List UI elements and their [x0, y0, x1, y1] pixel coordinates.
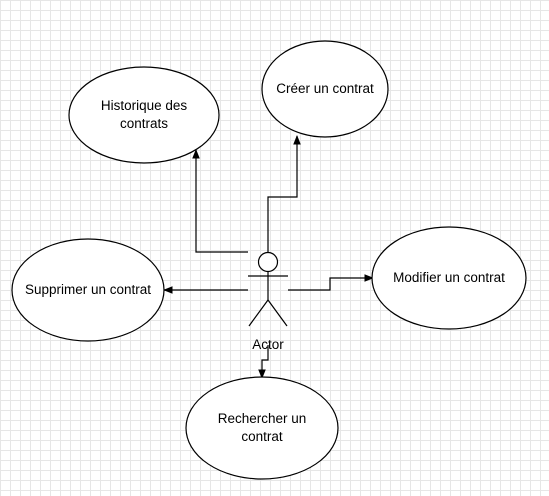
use-case-supprimer-ellipse[interactable]: [11, 238, 165, 342]
edge-actor-rechercher[interactable]: [258, 345, 269, 379]
use-case-creer-label: Créer un contrat: [276, 81, 374, 96]
use-case-supprimer-label: Supprimer un contrat: [24, 282, 152, 297]
actor-right-leg: [267, 299, 288, 327]
edge-actor-modifier[interactable]: [288, 274, 374, 291]
edge-actor-creer[interactable]: [267, 135, 301, 252]
actor-figure[interactable]: [248, 251, 288, 327]
actor-left-leg: [248, 299, 269, 327]
actor-label: Actor: [252, 337, 284, 352]
edge-actor-historique[interactable]: [192, 149, 248, 253]
use-case-rechercher-label: Rechercher un contrat: [217, 411, 307, 444]
use-case-modifier-ellipse[interactable]: [371, 226, 527, 330]
use-case-historique-ellipse[interactable]: [68, 66, 220, 164]
use-case-modifier-label: Modifier un contrat: [393, 270, 505, 285]
use-case-historique-label: Historique des contrats: [100, 98, 188, 131]
use-case-creer-ellipse[interactable]: [261, 40, 389, 138]
use-case-rechercher-ellipse[interactable]: [185, 376, 339, 480]
actor-head: [257, 251, 279, 273]
